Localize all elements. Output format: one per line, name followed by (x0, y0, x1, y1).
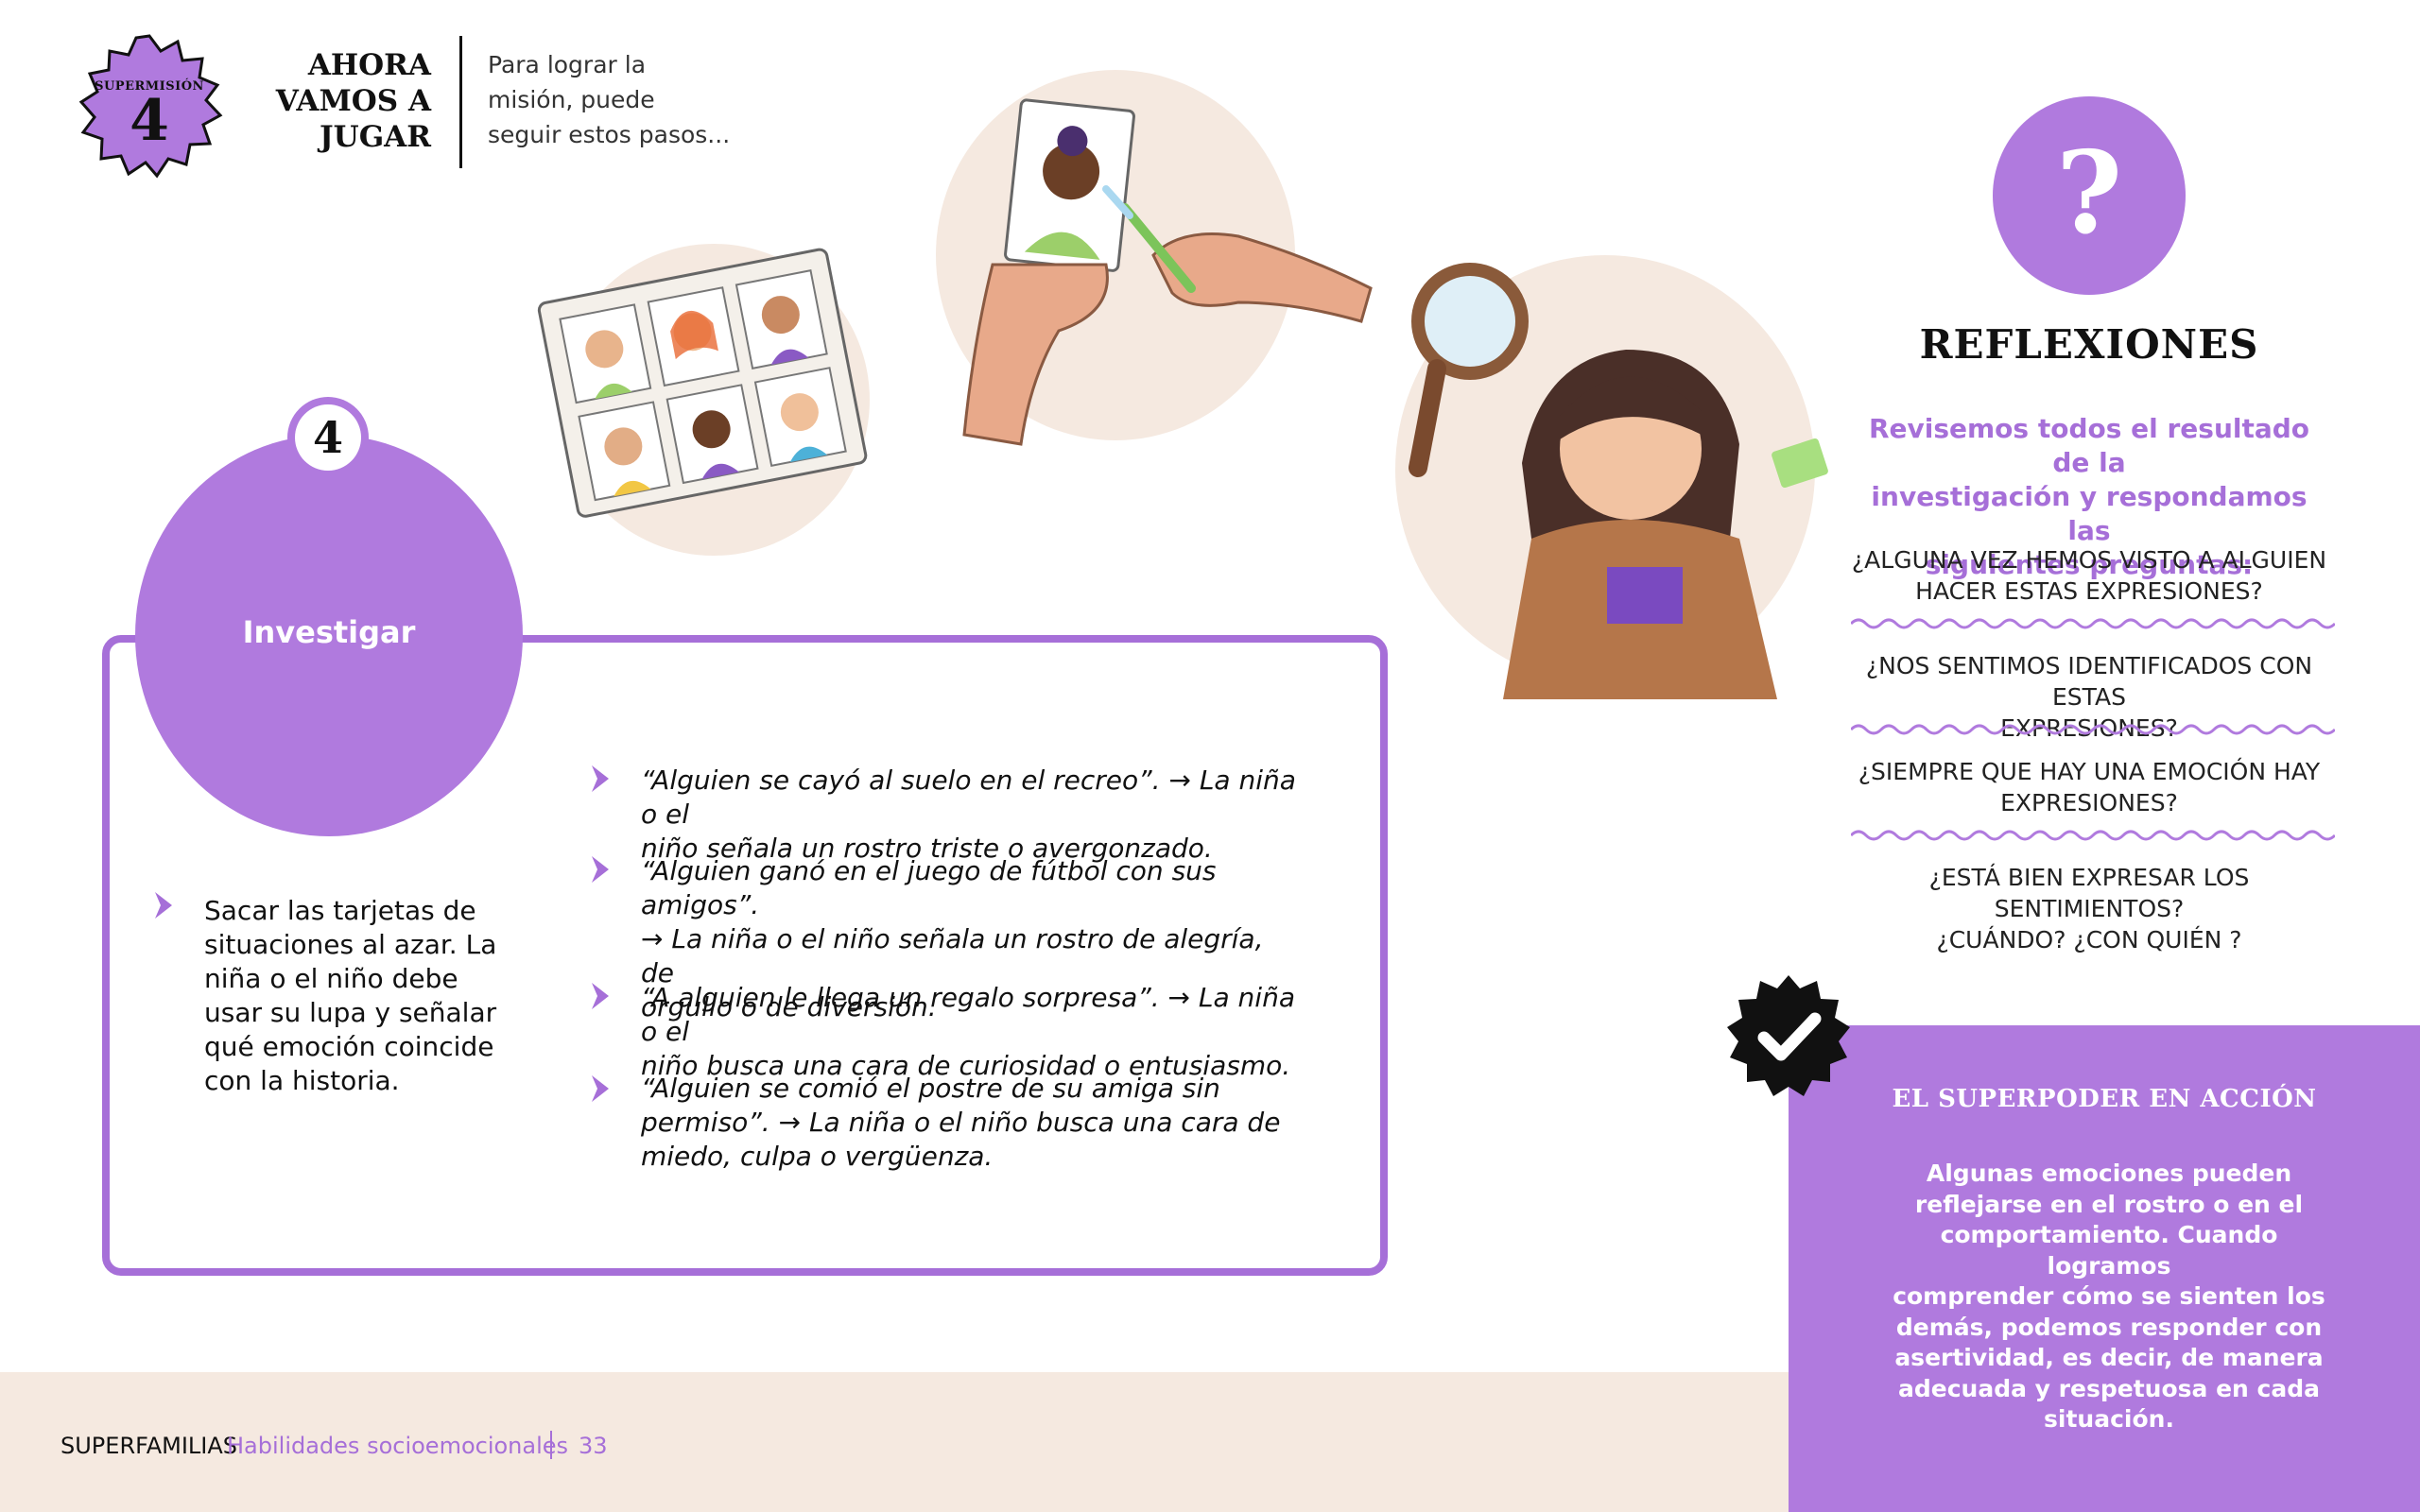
wave-divider (1851, 618, 2335, 629)
question-mark-icon: ? (2055, 127, 2123, 260)
intro-line: siguientes preguntas: (1925, 549, 2254, 580)
bullet-item: “Alguien se comió el postre de su amiga … (641, 1072, 1303, 1174)
title-divider (459, 36, 462, 168)
instruction-line: usar su lupa y señalar (204, 997, 497, 1028)
reflexiones-title: REFLEXIONES (1919, 321, 2259, 368)
step-card (102, 635, 1388, 1276)
bullet-line: “Alguien ganó en el juego de fútbol con … (641, 855, 1217, 920)
superpoder-line: comportamiento. Cuando logramos (1940, 1221, 2278, 1280)
chevron-right-icon (155, 892, 172, 919)
bullet-line: miedo, culpa o vergüenza. (641, 1141, 994, 1172)
intro-text: Para lograr la misión, puede seguir esto… (488, 47, 734, 152)
bullet-line: → La niña o el niño señala un rostro de … (641, 923, 1264, 988)
instruction-line: con la historia. (204, 1065, 400, 1096)
step-title: Investigar (242, 614, 416, 650)
superpoder-line: asertividad, es decir, de manera (1894, 1344, 2324, 1371)
superpoder-box (1789, 1025, 2420, 1512)
question-line: ¿SIEMPRE QUE HAY UNA EMOCIÓN HAY (1858, 758, 2321, 785)
question-line: ¿NOS SENTIMOS IDENTIFICADOS CON ESTAS (1865, 652, 2313, 711)
title-line: AHORA (307, 48, 431, 82)
bullet-line: permiso”. → La niña o el niño busca una … (641, 1107, 1281, 1138)
bullet-item: “A alguien le llega un regalo sorpresa”.… (641, 981, 1303, 1083)
step-circle (135, 435, 523, 836)
footer-bar (0, 1372, 1789, 1512)
bullet-item: “Alguien ganó en el juego de fútbol con … (641, 854, 1303, 1024)
question-line: ¿ESTÁ BIEN EXPRESAR LOS SENTIMIENTOS? (1928, 864, 2250, 922)
girl-magnifier-illustration (1409, 263, 1828, 699)
supermision-badge-icon (78, 34, 223, 179)
chevron-right-icon (592, 765, 609, 792)
page-number: 33 (579, 1433, 608, 1459)
badge-number: 4 (130, 88, 169, 154)
bullet-line: niño señala un rostro triste o avergonza… (641, 833, 1213, 864)
intro-line: investigación y respondamos las (1871, 481, 2308, 546)
step-instruction: Sacar las tarjetas de situaciones al aza… (204, 894, 507, 1098)
title-line: VAMOS A (275, 84, 431, 118)
footer-subtitle: Habilidades socioemocionales (227, 1433, 569, 1459)
bullet-line: niño busca una cara de curiosidad o entu… (641, 1050, 1291, 1081)
reflection-question: ¿NOS SENTIMOS IDENTIFICADOS CON ESTAS EX… (1843, 650, 2335, 744)
reflection-question: ¿ALGUNA VEZ HEMOS VISTO A ALGUIEN HACER … (1843, 544, 2335, 607)
instruction-line: qué emoción coincide (204, 1031, 494, 1062)
intro-line: Para lograr la (488, 51, 647, 78)
chevron-right-icon (592, 983, 609, 1009)
check-seal-icon (1727, 975, 1850, 1096)
wave-divider (1851, 724, 2335, 735)
superpoder-line: comprender cómo se sienten los (1893, 1282, 2325, 1310)
superpoder-line: situación. (2044, 1405, 2174, 1433)
question-circle (1993, 96, 2186, 295)
chevron-right-icon (592, 1075, 609, 1102)
badge-label: SUPERMISIÓN (95, 79, 204, 94)
question-line: HACER ESTAS EXPRESIONES? (1915, 577, 2263, 605)
reflection-question: ¿ESTÁ BIEN EXPRESAR LOS SENTIMIENTOS? ¿C… (1843, 862, 2335, 955)
title-line: JUGAR (320, 120, 431, 154)
photo-cards-illustration (537, 248, 868, 518)
bullet-line: “A alguien le llega un regalo sorpresa”.… (641, 982, 1295, 1047)
superpoder-line: Algunas emociones pueden (1926, 1160, 2292, 1187)
intro-line: seguir estos pasos... (488, 121, 731, 148)
intro-line: Revisemos todos el resultado de la (1868, 413, 2310, 478)
bullet-line: “Alguien se cayó al suelo en el recreo”.… (641, 765, 1296, 830)
instruction-line: Sacar las tarjetas de (204, 895, 476, 926)
superpoder-line: reflejarse en el rostro o en el (1914, 1190, 2304, 1218)
question-line: EXPRESIONES? (2000, 789, 2178, 816)
superpoder-line: demás, podemos responder con (1895, 1313, 2323, 1341)
page-title: AHORA VAMOS A JUGAR (236, 47, 431, 155)
question-line: ¿CUÁNDO? ¿CON QUIÉN ? (1936, 926, 2242, 954)
superpoder-line: adecuada y respetuosa en cada (1898, 1374, 2320, 1402)
bullet-line: orgullo o de diversión. (641, 991, 937, 1022)
step-number: 4 (295, 404, 361, 471)
reflection-question: ¿SIEMPRE QUE HAY UNA EMOCIÓN HAY EXPRESI… (1843, 756, 2335, 818)
question-line: ¿ALGUNA VEZ HEMOS VISTO A ALGUIEN (1851, 546, 2327, 574)
instruction-line: niña o el niño debe (204, 963, 458, 994)
question-line: EXPRESIONES? (2000, 714, 2178, 742)
intro-line: misión, puede (488, 86, 655, 113)
bullet-line: “Alguien se comió el postre de su amiga … (641, 1073, 1220, 1104)
instruction-line: situaciones al azar. La (204, 929, 497, 960)
wave-divider (1851, 830, 2335, 841)
chevron-right-icon (592, 856, 609, 883)
reflexiones-intro: Revisemos todos el resultado de la inves… (1853, 412, 2325, 582)
superpoder-text: Algunas emociones pueden reflejarse en e… (1887, 1159, 2331, 1435)
superpoder-title: EL SUPERPODER EN ACCIÓN (1892, 1085, 2317, 1113)
footer-brand: SUPERFAMILIAS (60, 1433, 238, 1459)
footer-separator (550, 1431, 552, 1459)
hands-card-illustration (962, 98, 1373, 446)
bullet-item: “Alguien se cayó al suelo en el recreo”.… (641, 764, 1303, 866)
